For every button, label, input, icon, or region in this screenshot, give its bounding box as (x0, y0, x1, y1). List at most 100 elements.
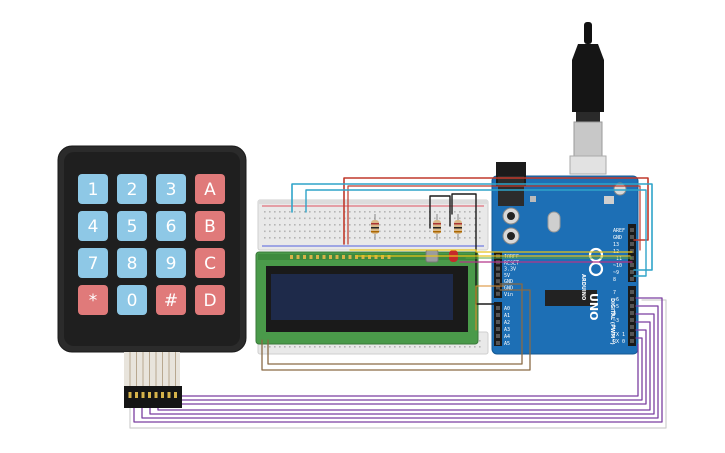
digital-bottom-pin-2 (630, 304, 634, 308)
digital-bottom-pin-label: RX 0 (613, 339, 625, 345)
keypad-key-C[interactable]: C (195, 248, 225, 278)
keypad-key-label: D (203, 291, 216, 311)
keypad-key-*[interactable]: * (78, 285, 108, 315)
keypad-key-5[interactable]: 5 (117, 211, 147, 241)
keypad-key-label: 6 (166, 217, 177, 237)
keypad-key-0[interactable]: 0 (117, 285, 147, 315)
keypad-key-2[interactable]: 2 (117, 174, 147, 204)
keypad-key-6[interactable]: 6 (156, 211, 186, 241)
analog-pin-2 (496, 320, 500, 324)
wire-purple-5 (165, 329, 647, 405)
lcd-display (255, 251, 479, 345)
keypad-key-8[interactable]: 8 (117, 248, 147, 278)
digital-top-pin-label: ~9 (613, 270, 619, 276)
digital-top-pin-label: ~10 (613, 263, 622, 269)
arduino-model-label: UNO (587, 293, 600, 321)
digital-bottom-pin-0 (630, 290, 634, 294)
digital-bottom-pin-3 (630, 311, 634, 315)
lcd-screen (271, 274, 453, 320)
power-pin-3 (496, 272, 500, 277)
analog-pin-5 (496, 341, 500, 345)
wire-black-2 (451, 193, 495, 305)
usb-cable (569, 22, 607, 175)
wire-purple-2 (141, 305, 659, 419)
analog-pin-label: A1 (504, 313, 510, 319)
digital-bottom-pin-label: 2 (613, 325, 616, 331)
digital-top-pin-2 (630, 242, 634, 246)
keypad-key-label: B (204, 217, 216, 237)
digital-top-pin-label: ~11 (613, 256, 622, 262)
keypad-key-1[interactable]: 1 (78, 174, 108, 204)
keypad-key-label: 3 (166, 180, 177, 200)
analog-pin-label: A0 (504, 306, 510, 312)
wire-brown-2 (267, 283, 523, 365)
keypad-key-#[interactable]: # (156, 285, 186, 315)
digital-bottom-pin-6 (630, 332, 634, 336)
analog-pin-label: A5 (504, 341, 510, 347)
keypad-key-B[interactable]: B (195, 211, 225, 241)
wire-grey (129, 299, 667, 429)
wire-purple-1 (133, 297, 663, 423)
analog-pin-3 (496, 327, 500, 331)
keypad-key-label: 9 (166, 254, 177, 274)
keypad-key-A[interactable]: A (195, 174, 225, 204)
keypad-key-label: 8 (127, 254, 138, 274)
power-pin-label: 5V (504, 273, 510, 279)
power-pin-label: Vin (504, 292, 513, 298)
keypad-key-label: C (204, 254, 216, 274)
wire-orange (475, 285, 505, 331)
analog-pin-4 (496, 334, 500, 338)
analog-pin-1 (496, 313, 500, 317)
digital-top-pin-0 (630, 228, 634, 232)
power-pin-4 (496, 279, 500, 284)
digital-bottom-pin-1 (630, 297, 634, 301)
digital-top-pin-1 (630, 235, 634, 239)
power-pin-label: 3.3V (504, 267, 516, 273)
digital-bottom-pin-label: 7 (613, 290, 616, 296)
keypad-key-label: 5 (127, 217, 138, 237)
keypad-key-7[interactable]: 7 (78, 248, 108, 278)
power-pin-label: GND (504, 279, 513, 285)
wire-purple-6 (173, 337, 643, 401)
digital-top-pin-7 (630, 277, 634, 281)
digital-bottom-pin-label: ~5 (613, 304, 619, 310)
resistor-2 (433, 214, 441, 240)
power-pin-6 (496, 291, 500, 296)
digital-bottom-pin-7 (630, 339, 634, 343)
resistor-3 (454, 214, 462, 240)
power-pin-label: GND (504, 286, 513, 292)
digital-bottom-pin-5 (630, 325, 634, 329)
power-pin-5 (496, 285, 500, 290)
digital-top-pin-3 (630, 249, 634, 253)
keypad-key-3[interactable]: 3 (156, 174, 186, 204)
keypad-connector (124, 386, 182, 408)
digital-top-pin-label: 8 (613, 277, 616, 283)
digital-pwm-label: DIGITAL (PWM~) (609, 298, 615, 345)
keypad-key-D[interactable]: D (195, 285, 225, 315)
wire-cyan-2 (305, 189, 647, 277)
analog-pin-label: A2 (504, 320, 510, 326)
digital-top-pin-6 (630, 270, 634, 274)
digital-bottom-pin-label: 4 (613, 311, 616, 317)
wire-purple-3 (149, 313, 655, 415)
keypad-key-label: # (164, 291, 178, 311)
keypad-key-label: 4 (88, 217, 99, 237)
digital-bottom-pin-label: ~6 (613, 297, 619, 303)
digital-top-pin-label: GND (613, 235, 622, 241)
keypad-key-9[interactable]: 9 (156, 248, 186, 278)
keypad-key-label: 1 (88, 180, 99, 200)
resistor-1 (371, 214, 379, 240)
keypad-key-4[interactable]: 4 (78, 211, 108, 241)
digital-top-pin-5 (630, 263, 634, 267)
wire-red-2 (347, 185, 641, 251)
keypad-key-label: 0 (127, 291, 138, 311)
keypad-ribbon-cable (124, 352, 182, 408)
analog-pin-label: A4 (504, 334, 510, 340)
wire-yellow-1 (349, 249, 633, 253)
keypad-key-label: * (89, 291, 98, 311)
wire-purple-7 (179, 343, 639, 397)
arduino-logo (588, 247, 604, 277)
